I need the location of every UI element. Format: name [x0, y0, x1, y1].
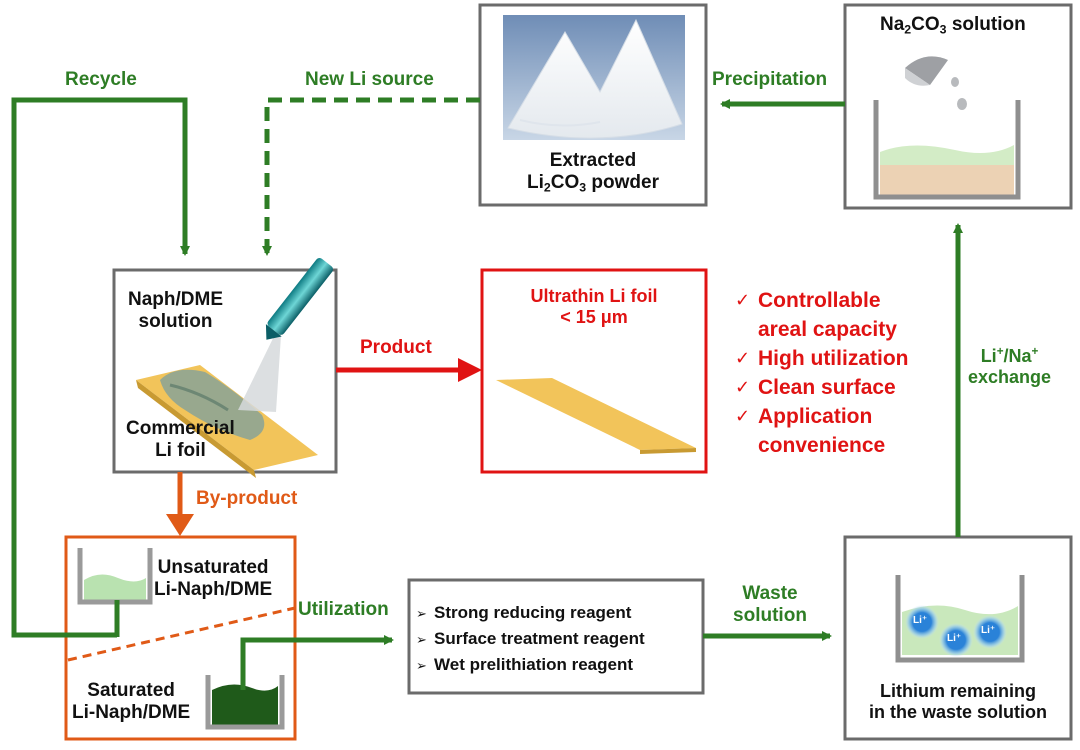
by-product-label: By-product — [196, 488, 298, 509]
reagent-item: ➢Surface treatment reagent — [416, 626, 645, 652]
unsaturated-label: Unsaturated Li-Naph/DME — [154, 557, 273, 600]
ultrathin-foil-label: Ultrathin Li foil < 15 μm — [530, 286, 658, 327]
saturation-divider-line — [67, 606, 296, 662]
reagent-item: ➢Strong reducing reagent — [416, 600, 645, 626]
advantage-item: convenience — [758, 434, 886, 457]
by-product-arrowhead — [166, 514, 194, 536]
new-li-source-label: New Li source — [305, 69, 434, 90]
commercial-li-foil-label: Commercial Li foil — [126, 418, 235, 461]
product-label: Product — [360, 337, 432, 358]
li-ion-1 — [905, 605, 939, 639]
na2co3-beaker-illustration — [873, 56, 1021, 200]
product-arrowhead — [458, 358, 482, 382]
li-foil-spray-illustration — [136, 257, 334, 478]
waste-beaker-illustration — [895, 575, 1025, 663]
check-icon: ✓ — [735, 290, 751, 310]
reagent-list: ➢Strong reducing reagent ➢Surface treatm… — [416, 600, 645, 678]
advantage-item: areal capacity — [758, 318, 897, 341]
li-ion-label-3: Li⁺ — [981, 625, 996, 636]
advantage-item: ✓High utilization — [735, 344, 908, 373]
list-arrow-icon: ➢ — [416, 632, 427, 647]
li-ion-label-1: Li⁺ — [913, 615, 928, 626]
advantage-item: ✓Controllable — [735, 286, 908, 315]
ultrathin-foil-illustration — [496, 378, 696, 454]
lithium-remaining-label: Lithium remaining in the waste solution — [868, 681, 1047, 722]
check-icon: ✓ — [735, 348, 751, 368]
new-li-source-arrow — [262, 97, 480, 256]
advantage-item: ✓Clean surface — [735, 373, 908, 402]
saturated-label: Saturated Li-Naph/DME — [72, 680, 191, 723]
check-icon: ✓ — [735, 406, 751, 426]
list-arrow-icon: ➢ — [416, 658, 427, 673]
extracted-powder-label: Extracted Li2CO3 powder — [527, 150, 659, 195]
precipitation-label: Precipitation — [712, 69, 828, 90]
li-ion-3 — [973, 615, 1007, 649]
li-ion-2 — [939, 623, 973, 657]
na2co3-solution-label: Na2CO3 solution — [880, 14, 1026, 37]
advantages-list: ✓Controllable areal capacity ✓High utili… — [735, 286, 908, 460]
check-icon: ✓ — [735, 377, 751, 397]
list-arrow-icon: ➢ — [416, 606, 427, 621]
exchange-label: Li+/Na+ exchange — [968, 345, 1052, 387]
saturated-beaker-illustration — [205, 675, 285, 730]
reagent-item: ➢Wet prelithiation reagent — [416, 652, 645, 678]
waste-solution-label: Waste solution — [733, 583, 807, 626]
recycle-arrow — [11, 97, 190, 638]
naph-dme-solution-label: Naph/DME solution — [128, 289, 223, 332]
li2co3-powder-illustration — [503, 15, 685, 140]
li-ion-label-2: Li⁺ — [947, 633, 962, 644]
utilization-arrow — [240, 635, 394, 690]
recycle-label: Recycle — [65, 69, 137, 90]
advantage-item: ✓Application — [735, 402, 908, 431]
reagent-list-box — [407, 578, 705, 695]
utilization-label: Utilization — [298, 599, 389, 620]
